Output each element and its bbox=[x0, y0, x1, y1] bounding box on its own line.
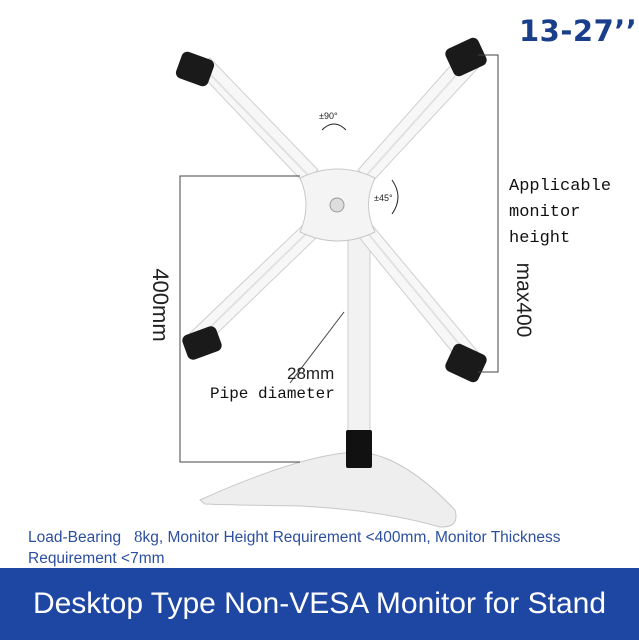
product-title: Desktop Type Non-VESA Monitor for Stand bbox=[32, 587, 607, 620]
spec-requirements: kg, Monitor Height Requirement <400mm, M… bbox=[28, 529, 561, 567]
max-dim-bracket bbox=[478, 54, 499, 373]
stand-pipe bbox=[347, 237, 371, 434]
hub-screw bbox=[329, 197, 345, 213]
monitor-stand-illustration bbox=[175, 37, 499, 528]
pipe-leader bbox=[289, 311, 345, 384]
applicable-height-label: Applicable monitor height bbox=[509, 177, 612, 248]
clip-top-right bbox=[445, 37, 487, 77]
spec-description: Load-Bearing 8kg, Monitor Height Require… bbox=[28, 526, 628, 569]
height-dimension-label: 400mm bbox=[148, 268, 173, 342]
height-dim-bracket bbox=[179, 175, 300, 463]
size-range-badge: 13-27’’ bbox=[519, 14, 638, 48]
clip-bottom-right bbox=[445, 343, 487, 383]
load-bearing-value: 8 bbox=[134, 527, 143, 546]
clip-top-left bbox=[175, 51, 215, 87]
pipe-diameter-label: Pipe diameter bbox=[210, 385, 335, 403]
title-banner: Desktop Type Non-VESA Monitor for Stand bbox=[0, 568, 639, 640]
load-bearing-label: Load-Bearing bbox=[28, 529, 122, 546]
stand-base bbox=[199, 451, 457, 528]
tilt-45-label: ±45° bbox=[374, 193, 393, 203]
pipe-diameter-value: 28mm bbox=[287, 364, 335, 383]
max-height-label: max400 bbox=[512, 262, 535, 338]
rotation-90-label: ±90° bbox=[319, 111, 338, 121]
pipe-collar bbox=[346, 430, 372, 468]
clip-bottom-left bbox=[182, 326, 222, 360]
